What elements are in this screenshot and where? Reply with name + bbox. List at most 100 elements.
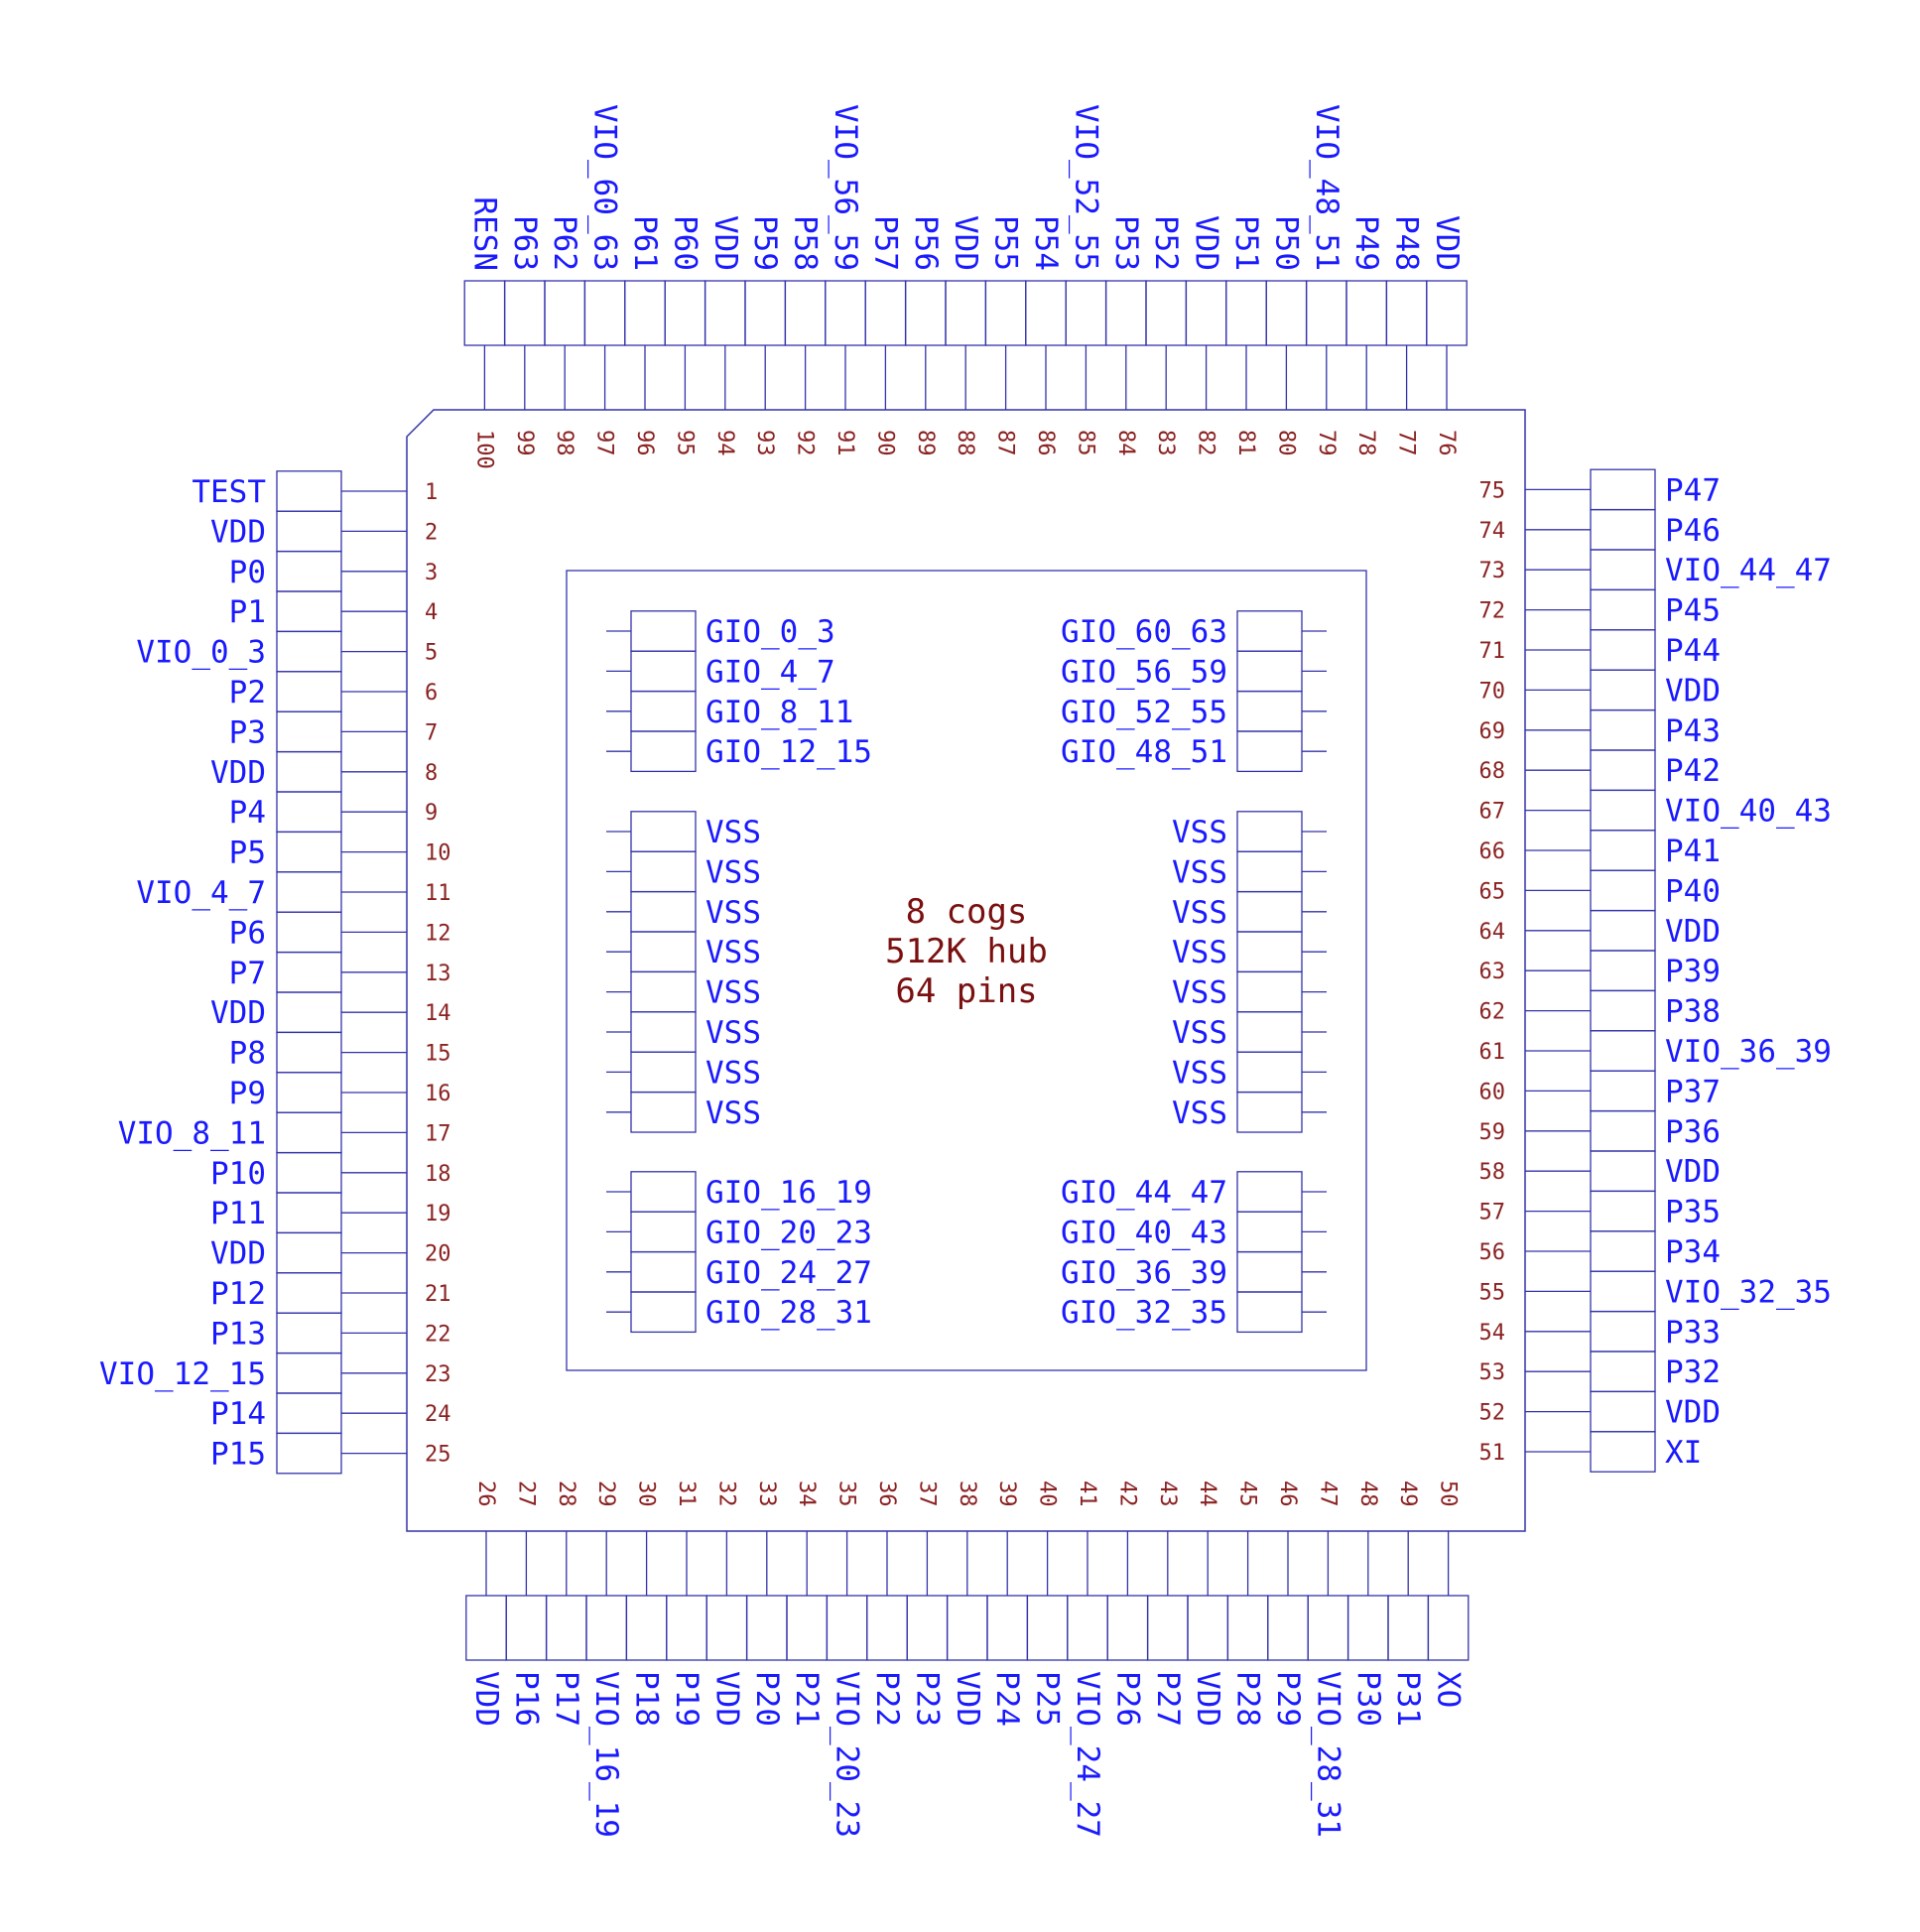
pin-pad bbox=[276, 750, 342, 793]
pin-pad bbox=[1385, 280, 1428, 346]
pin-number: 53 bbox=[1479, 1360, 1506, 1385]
pin-name: VIO_48_51 bbox=[1309, 104, 1344, 271]
inner-pin: VSS bbox=[606, 931, 761, 973]
pin-pad bbox=[276, 1151, 342, 1194]
pin-name: P62 bbox=[547, 215, 582, 271]
pin-number: 78 bbox=[1353, 430, 1378, 456]
die-outline bbox=[566, 570, 1367, 1371]
pin-number: 42 bbox=[1114, 1481, 1139, 1507]
pin-number: 59 bbox=[1479, 1120, 1506, 1145]
inner-pin-name: GIO_12_15 bbox=[705, 734, 872, 770]
pin-pad bbox=[1305, 280, 1347, 346]
pin-pad bbox=[705, 1595, 748, 1661]
inner-pin-pad bbox=[1236, 1291, 1303, 1334]
pin-pad bbox=[276, 1192, 342, 1234]
inner-pin: GIO_32_35 bbox=[1061, 1291, 1327, 1334]
package-outline bbox=[406, 409, 1526, 1532]
pin-number: 30 bbox=[634, 1481, 659, 1507]
pin-number: 60 bbox=[1479, 1080, 1506, 1104]
pin-name: P5 bbox=[229, 836, 266, 871]
pin-name: VIO_8_11 bbox=[118, 1115, 266, 1151]
inner-pin: VSS bbox=[1172, 850, 1327, 893]
inner-pin-name: GIO_32_35 bbox=[1061, 1295, 1227, 1331]
pin-pad bbox=[1590, 508, 1656, 551]
pin-number: 71 bbox=[1479, 639, 1506, 664]
inner-pin: VSS bbox=[1172, 811, 1327, 852]
pin-number: 26 bbox=[473, 1481, 498, 1507]
pin-pad bbox=[465, 1595, 507, 1661]
inner-pin-name: GIO_60_63 bbox=[1061, 614, 1227, 650]
inner-pin: GIO_44_47 bbox=[1061, 1171, 1327, 1213]
pin-number: 73 bbox=[1479, 559, 1506, 583]
inner-pin-pad bbox=[630, 850, 697, 893]
top-pin: 78 P49 bbox=[1345, 215, 1388, 456]
inner-pin: GIO_60_63 bbox=[1061, 610, 1327, 652]
inner-pin: VSS bbox=[1172, 970, 1327, 1013]
pin-pad bbox=[786, 1595, 829, 1661]
pin-pad bbox=[1025, 280, 1067, 346]
pin-name: P37 bbox=[1665, 1074, 1721, 1109]
pin-name: P49 bbox=[1348, 215, 1384, 271]
pin-name: P22 bbox=[869, 1671, 905, 1727]
pin-name: VDD bbox=[708, 1671, 744, 1727]
pin-pad bbox=[276, 1312, 342, 1354]
pin-name: TEST bbox=[192, 474, 266, 510]
left-pin: 7P3 bbox=[229, 710, 438, 753]
pin-pad bbox=[1590, 830, 1656, 871]
pin-pad bbox=[276, 1352, 342, 1394]
pin-name: P23 bbox=[909, 1671, 945, 1727]
inner-pin-pad bbox=[1236, 730, 1303, 773]
pin-name: P26 bbox=[1109, 1671, 1145, 1727]
pin-name: P4 bbox=[229, 795, 266, 831]
pin-number: 46 bbox=[1275, 1481, 1300, 1507]
pin-number: 13 bbox=[425, 962, 451, 986]
pin-name: P29 bbox=[1270, 1671, 1306, 1727]
pin-pad bbox=[904, 280, 947, 346]
inner-pin-name: GIO_40_43 bbox=[1061, 1215, 1227, 1250]
inner-pin-pad bbox=[630, 890, 697, 933]
pin-pad bbox=[1590, 669, 1656, 711]
pin-pad bbox=[276, 1111, 342, 1154]
pin-name: P6 bbox=[229, 915, 266, 951]
pin-pad bbox=[463, 280, 506, 346]
pin-pad bbox=[825, 280, 866, 346]
pin-pad bbox=[276, 1432, 342, 1475]
inner-pin-pad bbox=[630, 1291, 697, 1334]
pin-number: 32 bbox=[713, 1481, 738, 1507]
inner-pin: GIO_36_39 bbox=[1061, 1250, 1327, 1293]
inner-pin-pad bbox=[630, 811, 697, 852]
pin-name: P48 bbox=[1389, 215, 1425, 271]
pin-name: P63 bbox=[507, 215, 543, 271]
pin-number: 28 bbox=[554, 1481, 578, 1507]
pin-name: VIO_52_55 bbox=[1068, 104, 1103, 271]
pin-pad bbox=[276, 590, 342, 633]
pin-pad bbox=[276, 991, 342, 1034]
inner-pin: GIO_4_7 bbox=[606, 650, 835, 693]
pin-number: 44 bbox=[1195, 1481, 1219, 1507]
pin-pad bbox=[1590, 1150, 1656, 1193]
left-pin: 9P4 bbox=[229, 791, 438, 834]
pin-name: XO bbox=[1431, 1671, 1467, 1708]
pin-pad bbox=[784, 280, 827, 346]
pin-number: 61 bbox=[1479, 1040, 1506, 1065]
pin-pad bbox=[744, 280, 787, 346]
pin-pad bbox=[1590, 1109, 1656, 1152]
pin-number: 23 bbox=[425, 1362, 451, 1387]
pin-pad bbox=[745, 1595, 788, 1661]
inner-pin-pad bbox=[630, 970, 697, 1013]
